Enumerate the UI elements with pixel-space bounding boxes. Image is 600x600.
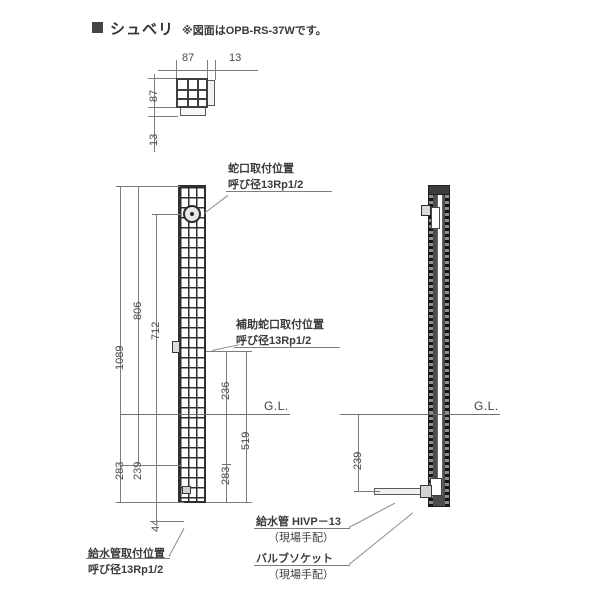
plan-grid-line [197, 80, 199, 106]
ext-line [358, 491, 380, 492]
dim-value-1089: 1089 [114, 345, 126, 370]
annotation-leader [168, 528, 185, 557]
plan-dim-13-h: 13 [229, 52, 242, 64]
supply-position-line1: 給水管取付位置 [88, 548, 165, 560]
dim-line-519 [246, 351, 247, 503]
supply-pipe-line2: （現場手配） [268, 532, 334, 544]
faucet-annotation-line1: 蛇口取付位置 [228, 163, 294, 175]
side-faucet-icon [421, 205, 431, 216]
plan-ext-line [207, 60, 208, 80]
ext-line [156, 214, 182, 215]
filled-square-marker-icon [92, 22, 103, 33]
ext-line [206, 502, 252, 503]
page-header: シュベリ ※図面はOPB-RS-37Wです。 [92, 18, 327, 39]
side-faucet-spout [431, 207, 440, 229]
dim-line-806 [138, 186, 139, 466]
dim-line-239-side [358, 414, 359, 492]
plan-grid-line [187, 80, 189, 106]
dim-value-239-side: 239 [352, 451, 364, 470]
ground-line-label-right: G.L. [474, 399, 499, 413]
column-front-body [178, 185, 206, 503]
annotation-leader [348, 502, 396, 528]
drawing-note: ※図面はOPB-RS-37Wです。 [182, 25, 327, 37]
aux-faucet-annotation-line2: 呼び径13Rp1/2 [236, 335, 312, 347]
plan-foot [180, 107, 206, 116]
faucet-icon [183, 205, 201, 223]
aux-faucet-annotation-line1: 補助蛇口取付位置 [236, 319, 324, 331]
valve-socket-line1: バルブソケット [256, 553, 333, 565]
column-side-top-cap [428, 185, 450, 195]
column-side-inner-channel [437, 190, 443, 495]
product-title: シュベリ [110, 21, 175, 38]
dim-line-44 [156, 502, 157, 522]
dim-tick [354, 414, 363, 415]
plan-ext-line [215, 60, 216, 80]
plan-ext-line [148, 116, 178, 117]
plan-grid-line [178, 89, 206, 91]
plan-dim-v-line [154, 74, 155, 152]
dim-value-712: 712 [150, 321, 162, 340]
annotation-leader [348, 512, 414, 565]
plan-dim-h-line [158, 70, 258, 71]
annotation-underline [86, 558, 170, 559]
plan-grid-body [176, 78, 208, 108]
valve-socket-line2: （現場手配） [268, 569, 334, 581]
dim-tick [222, 464, 231, 465]
annotation-leader [203, 195, 229, 214]
dim-line-236 [226, 351, 227, 465]
annotation-underline [254, 565, 350, 566]
ext-line [120, 502, 184, 503]
ext-line [120, 465, 182, 466]
ext-line [206, 351, 252, 352]
plan-grid-line [178, 98, 206, 100]
plan-ext-line [176, 60, 177, 80]
dim-value-283-right: 283 [220, 466, 232, 485]
side-supply-pipe [374, 488, 426, 495]
plan-dim-87-v: 87 [148, 89, 160, 102]
annotation-underline [234, 347, 340, 348]
plan-dim-13-v: 13 [148, 133, 160, 146]
plan-dim-87-h: 87 [182, 52, 195, 64]
side-valve-socket [420, 485, 432, 498]
base-fitting-icon [182, 486, 191, 494]
plan-side-tab [207, 80, 215, 106]
dim-value-236: 236 [220, 381, 232, 400]
dim-line-283-right [226, 465, 227, 503]
top-plan-detail: 87 13 87 13 [130, 48, 260, 158]
aux-faucet-icon [172, 341, 180, 353]
annotation-underline [226, 191, 332, 192]
dim-value-806: 806 [132, 301, 144, 320]
ext-line [120, 186, 180, 187]
ground-line-left [120, 414, 290, 415]
annotation-underline [254, 528, 350, 529]
faucet-annotation-line2: 呼び径13Rp1/2 [228, 179, 304, 191]
plan-ext-line [148, 107, 178, 108]
dim-line-712 [156, 214, 157, 502]
ext-line [150, 521, 184, 522]
plan-ext-line [148, 78, 178, 79]
ground-line-label-left: G.L. [264, 399, 289, 413]
ground-line-right [340, 414, 500, 415]
dim-line-1089 [120, 186, 121, 503]
dim-value-519: 519 [240, 431, 252, 450]
supply-pipe-line1: 給水管 HIVP－13 [256, 516, 341, 528]
supply-position-line2: 呼び径13Rp1/2 [88, 564, 164, 576]
